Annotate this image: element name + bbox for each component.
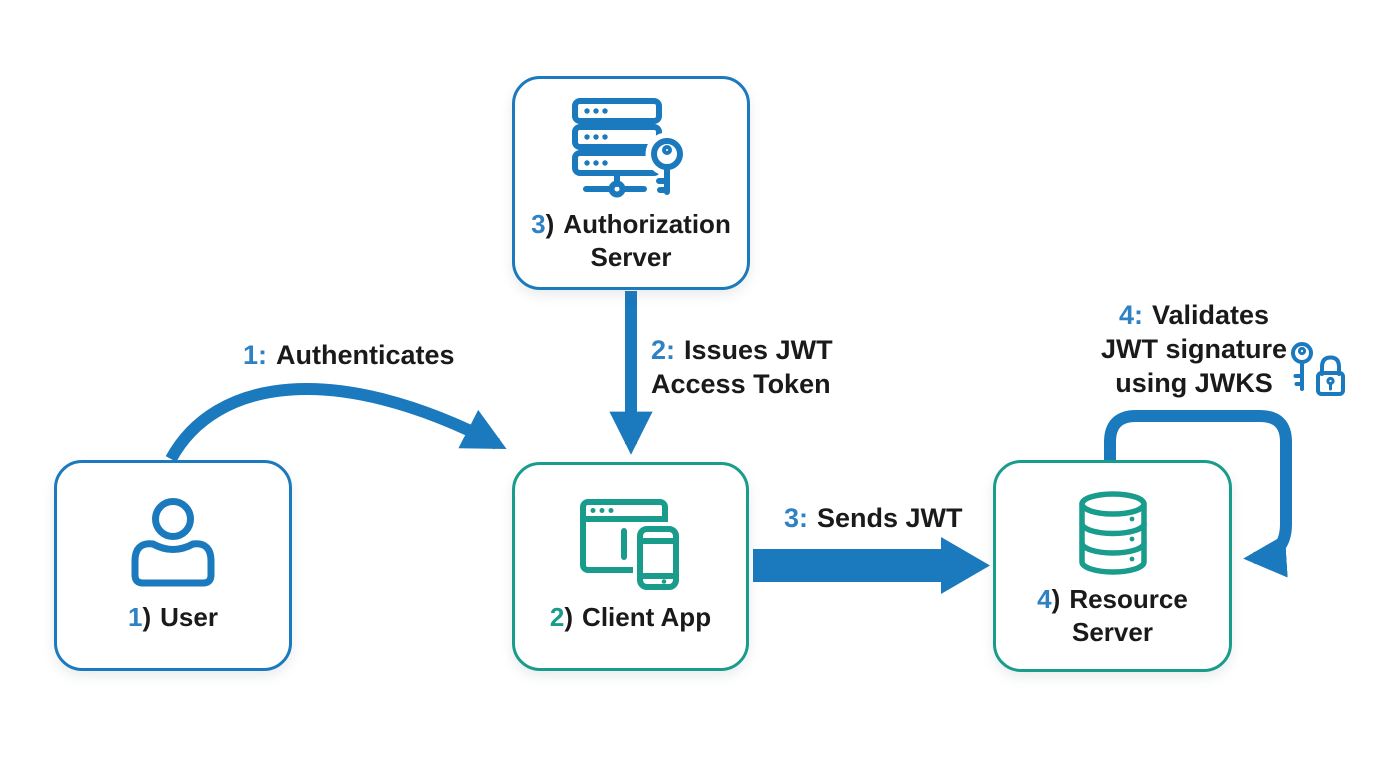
- server-key-icon: [572, 98, 689, 198]
- sends-jwt-label: 3:Sends JWT: [784, 503, 963, 533]
- browser-phone-icon: [579, 499, 682, 591]
- issues-token-label: 2:Issues JWT Access Token: [651, 335, 833, 399]
- person-icon: [131, 498, 215, 587]
- database-icon: [1078, 491, 1147, 575]
- authorization-server-node: 3)Authorization Server: [512, 76, 750, 290]
- client-app-node: 2)Client App: [512, 462, 749, 671]
- validates-label: 4:Validates JWT signature using JWKS: [1100, 300, 1288, 398]
- user-number: 1: [128, 602, 143, 632]
- sends-jwt-arrow: [753, 537, 990, 594]
- user-node: 1)User: [54, 460, 292, 671]
- user-label: 1)User: [128, 602, 218, 632]
- authorization-server-label: 3)Authorization Server: [531, 209, 731, 272]
- auth-number: 3: [531, 209, 546, 239]
- resource-server-label: 4)Resource Server: [1037, 584, 1188, 647]
- resource-server-node: 4)Resource Server: [993, 460, 1232, 672]
- client-number: 2: [549, 602, 565, 632]
- validates-loop-arrow: [1104, 410, 1292, 578]
- client-app-label: 2)Client App: [549, 602, 712, 632]
- authenticates-arrow: [165, 383, 507, 462]
- authenticates-label: 1:Authenticates: [243, 340, 455, 370]
- key-lock-icon: [1291, 342, 1345, 396]
- resource-number: 4: [1037, 584, 1052, 614]
